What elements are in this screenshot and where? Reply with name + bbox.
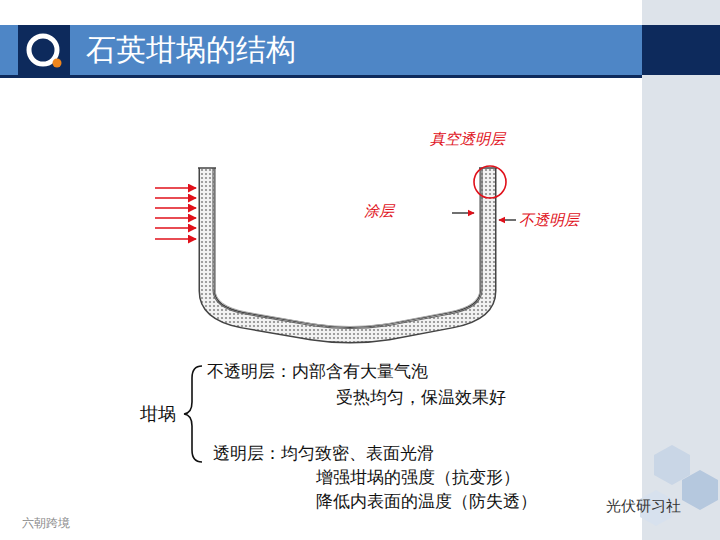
note-text: 降低内表面的温度（防失透）	[316, 492, 537, 512]
slide-title: 石英坩埚的结构	[86, 30, 296, 70]
logo-box	[18, 25, 70, 77]
part-label: 真空透明层	[430, 130, 505, 148]
leader-arrow	[452, 212, 474, 213]
watermark: 六朝跨境	[22, 516, 70, 530]
crucible-illustration	[198, 168, 497, 335]
brace	[184, 366, 202, 462]
title-band	[0, 25, 642, 75]
title-underline	[0, 75, 642, 78]
logo-dot	[53, 59, 62, 68]
watermark: 光伏研习社	[606, 497, 681, 515]
note-text: 不透明层：内部含有大量气泡	[207, 362, 428, 382]
leader-arrow	[499, 219, 516, 220]
heat-arrows	[155, 188, 196, 239]
logo-ring	[29, 36, 57, 64]
side-panel	[642, 0, 720, 540]
note-text: 增强坩埚的强度（抗变形）	[316, 468, 520, 488]
callout-circle	[474, 166, 506, 198]
part-label: 涂层	[364, 202, 394, 220]
part-label: 不透明层	[519, 211, 579, 229]
title-band-end	[642, 25, 720, 75]
note-text: 透明层：均匀致密、表面光滑	[213, 444, 434, 464]
note-text: 受热均匀，保温效果好	[336, 388, 506, 408]
group-label: 坩埚	[140, 404, 176, 426]
